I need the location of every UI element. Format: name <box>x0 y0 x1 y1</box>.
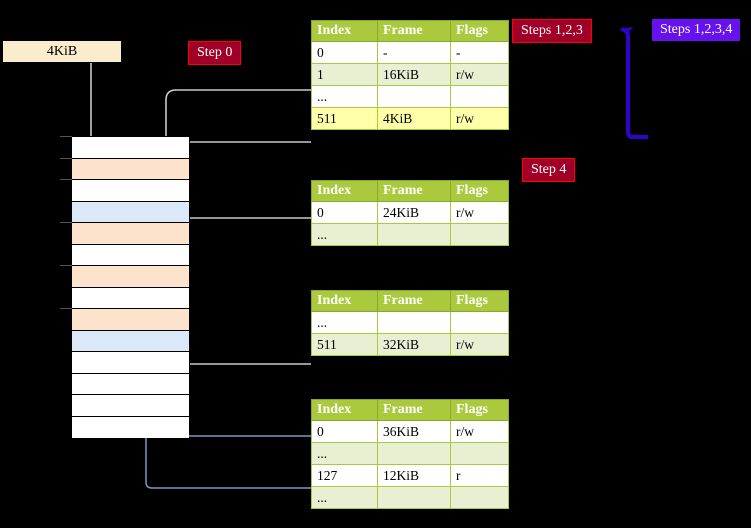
memory-frame-row <box>72 287 189 309</box>
table-row: ... <box>311 311 509 334</box>
cell-flags: r <box>450 464 509 487</box>
column-header-flags: Flags <box>450 20 509 42</box>
cell-index: ... <box>311 311 378 334</box>
memory-frame-row <box>72 266 189 288</box>
cell-frame: 32KiB <box>377 333 451 356</box>
memory-frame-tick <box>60 179 72 180</box>
memory-frame-row <box>72 223 189 245</box>
column-header-flags: Flags <box>450 399 509 421</box>
cell-frame: 12KiB <box>377 464 451 487</box>
table-row: ... <box>311 85 509 108</box>
virtual-page-4kib-box: 4KiB <box>2 40 122 63</box>
column-header-index: Index <box>311 290 378 312</box>
cell-index: 0 <box>311 420 378 443</box>
memory-frame-row <box>72 395 189 417</box>
cell-flags: r/w <box>450 107 509 130</box>
memory-frame-row <box>72 373 189 395</box>
cell-index: 0 <box>311 41 378 64</box>
cell-flags: - <box>450 41 509 64</box>
column-header-frame: Frame <box>377 290 451 312</box>
column-header-index: Index <box>311 20 378 42</box>
cell-flags: r/w <box>450 420 509 443</box>
wire-t2-r0-to-mem <box>175 217 311 259</box>
badge-steps-1234: Steps 1,2,3,4 <box>652 19 741 41</box>
cell-flags: r/w <box>450 201 509 224</box>
cell-index: 511 <box>311 333 378 356</box>
cell-index: 127 <box>311 464 378 487</box>
cell-flags: r/w <box>450 333 509 356</box>
cell-frame <box>377 442 451 465</box>
cell-index: 0 <box>311 201 378 224</box>
memory-frame-row <box>72 416 189 438</box>
cell-frame <box>377 85 451 108</box>
wire-t1-r511-to-mem <box>164 141 311 153</box>
memory-frame-row <box>72 352 189 374</box>
cell-frame: - <box>377 41 451 64</box>
column-header-frame: Frame <box>377 399 451 421</box>
cell-frame: 4KiB <box>377 107 451 130</box>
column-header-frame: Frame <box>377 20 451 42</box>
table-row: ... <box>311 442 509 465</box>
cell-index: ... <box>311 486 378 509</box>
cell-flags <box>450 85 509 108</box>
column-header-index: Index <box>311 180 378 202</box>
virtual-page-label: 4KiB <box>46 43 78 59</box>
column-header-frame: Frame <box>377 180 451 202</box>
column-header-index: Index <box>311 399 378 421</box>
column-header-flags: Flags <box>450 290 509 312</box>
table-row: ... <box>311 486 509 509</box>
memory-frame-row <box>72 309 189 331</box>
cell-frame <box>377 223 451 246</box>
memory-frame-tick <box>60 308 72 309</box>
badge-steps-123: Steps 1,2,3 <box>512 19 592 43</box>
cell-index: ... <box>311 223 378 246</box>
cell-index: 1 <box>311 63 378 86</box>
physical-memory-column <box>71 136 190 438</box>
memory-frame-row <box>72 330 189 352</box>
memory-frame-tick <box>60 157 72 159</box>
memory-frame-row <box>72 137 189 159</box>
bracket-arrow-steps <box>620 26 648 139</box>
cell-frame: 24KiB <box>377 201 451 224</box>
cell-frame <box>377 311 451 334</box>
cell-index: 511 <box>311 107 378 130</box>
cell-frame <box>377 486 451 509</box>
cell-flags: r/w <box>450 63 509 86</box>
cell-flags <box>450 486 509 509</box>
wire-t3-r511-to-mem <box>174 316 311 365</box>
table-row: 0-- <box>311 41 509 64</box>
memory-frame-row <box>72 158 189 180</box>
cell-flags <box>450 442 509 465</box>
badge-step-4: Step 4 <box>522 158 576 182</box>
memory-frame-row <box>72 180 189 202</box>
column-header-flags: Flags <box>450 180 509 202</box>
memory-frame-row <box>72 244 189 266</box>
memory-frame-row <box>72 201 189 223</box>
cell-frame: 16KiB <box>377 63 451 86</box>
cell-index: ... <box>311 85 378 108</box>
memory-frame-tick <box>60 265 72 266</box>
cell-flags <box>450 223 509 246</box>
table-row: ... <box>311 223 509 246</box>
cell-flags <box>450 311 509 334</box>
cell-index: ... <box>311 442 378 465</box>
cell-frame: 36KiB <box>377 420 451 443</box>
memory-frame-tick <box>60 136 72 137</box>
badge-step-0: Step 0 <box>188 41 242 65</box>
memory-frame-tick <box>60 222 72 223</box>
